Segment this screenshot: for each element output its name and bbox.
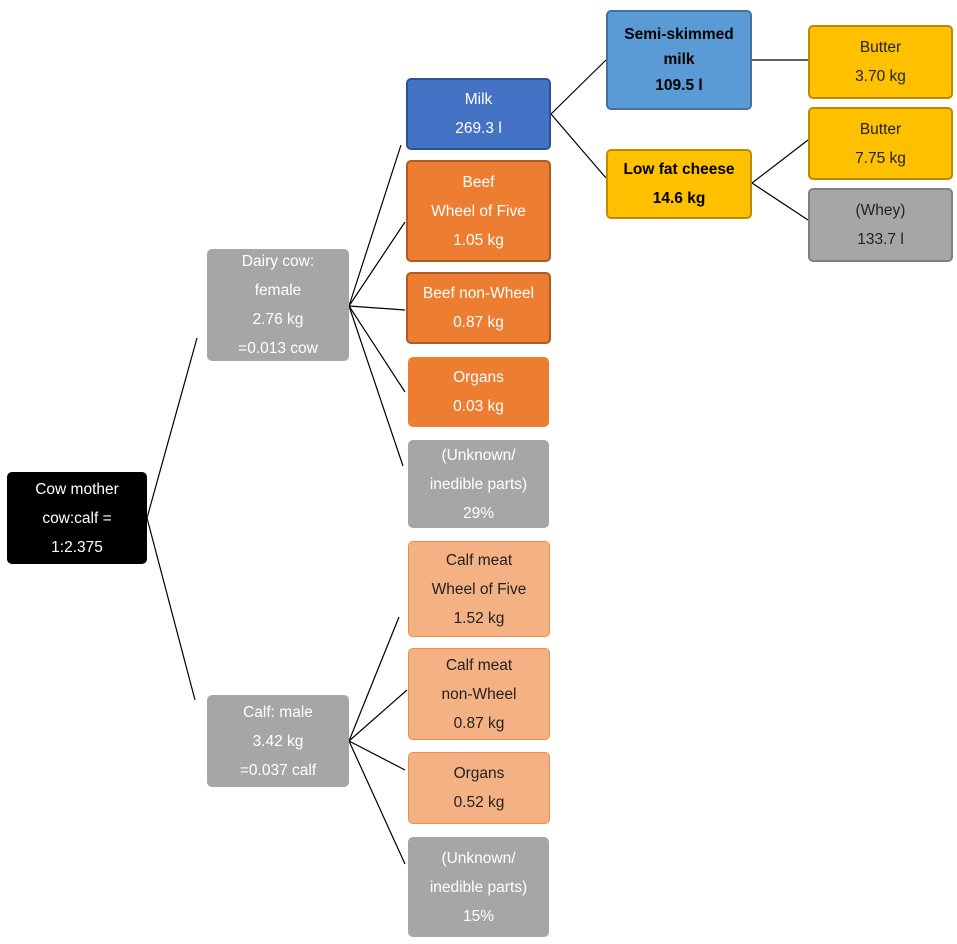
node-line: inedible parts) [429,878,528,896]
cow-unknown-parts-node: (Unknown/ inedible parts) 29% [408,440,549,528]
beef-non-wheel-node: Beef non-Wheel 0.87 kg [406,272,551,344]
calf-node: Calf: male 3.42 kg =0.037 calf [207,695,349,787]
node-line: 0.87 kg [453,714,505,732]
node-line: Organs [453,369,504,386]
node-line: inedible parts) [429,475,528,493]
node-line: 29% [462,504,495,522]
node-line: 2.76 kg [252,311,304,328]
node-line: Milk [464,91,493,108]
node-line: Wheel of Five [431,202,526,220]
low-fat-cheese-node: Low fat cheese 14.6 kg [606,149,752,219]
node-line: 1.05 kg [453,231,504,249]
edge-milk-to-semi-milk [550,59,607,115]
butter-from-cheese-node: Butter 7.75 kg [808,107,953,180]
calf-meat-non-wheel-node: Calf meat non-Wheel 0.87 kg [408,648,550,740]
node-line: Cow mother [35,480,119,498]
calf-organs-node: Organs 0.52 kg [408,752,550,824]
edge-dairy-cow-to-milk [348,144,402,307]
node-line: =0.013 cow [238,340,318,357]
edge-calf-to-calf-wof [348,616,400,742]
butter-from-milk-node: Butter 3.70 kg [808,25,953,99]
edge-dairy-cow-to-unknown [348,305,404,467]
node-line: Calf meat [445,551,513,569]
node-line: 0.87 kg [453,314,504,331]
node-line: Calf meat [445,656,513,674]
node-line: 3.70 kg [855,68,906,85]
semi-skimmed-milk-node: Semi-skimmed milk 109.5 l [606,10,752,110]
calf-unknown-parts-node: (Unknown/ inedible parts) 15% [408,837,549,937]
node-line: 7.75 kg [855,149,906,167]
node-line: female [254,282,302,299]
node-line: Semi-skimmed [624,26,734,43]
edge-dairy-cow-to-beef-wof [348,221,406,307]
node-line: Beef non-Wheel [422,285,535,302]
node-line: (Unknown/ [441,446,516,464]
calf-meat-wheel-of-five-node: Calf meat Wheel of Five 1.52 kg [408,541,550,637]
node-line: 3.42 kg [252,732,304,750]
edge-dairy-cow-to-organs [348,305,406,393]
edge-calf-to-unknown [348,740,406,865]
edge-cow-mother-to-dairy-cow [146,337,198,519]
node-line: Wheel of Five [431,580,527,598]
edge-milk-to-cheese [550,113,607,179]
edge-cheese-to-butter [751,139,809,184]
cow-mother-node: Cow mother cow:calf = 1:2.375 [7,472,147,564]
node-line: Calf: male [243,703,313,721]
node-line: 1.52 kg [453,609,505,627]
node-line: Butter [859,39,902,56]
node-line: Low fat cheese [623,161,735,178]
milk-node: Milk 269.3 l [406,78,551,150]
node-line: (Unknown/ [441,849,516,867]
node-line: 109.5 l [655,77,703,94]
node-line: non-Wheel [441,685,517,703]
node-line: 15% [462,907,495,925]
node-line: Butter [859,120,902,138]
node-line: =0.037 calf [239,761,317,779]
beef-wheel-of-five-node: Beef Wheel of Five 1.05 kg [406,160,551,262]
edge-calf-to-calf-non [348,689,408,742]
node-line: (Whey) [855,202,906,219]
node-line: Dairy cow: [241,253,315,270]
node-line: 1:2.375 [51,538,103,556]
node-line: 14.6 kg [652,190,706,207]
whey-node: (Whey) 133.7 l [808,188,953,262]
node-line: 133.7 l [857,231,904,248]
node-line: milk [663,51,695,68]
node-line: 269.3 l [455,120,502,137]
node-line: 0.52 kg [453,794,505,811]
node-line: Beef [462,173,495,191]
node-line: Organs [453,765,505,782]
node-line: 0.03 kg [453,398,504,415]
edge-cow-mother-to-calf [146,517,196,701]
cow-organs-node: Organs 0.03 kg [408,357,549,427]
node-line: cow:calf = [42,509,112,527]
edge-dairy-cow-to-beef-non [348,305,406,311]
edge-calf-to-organs [348,740,406,771]
dairy-cow-node: Dairy cow: female 2.76 kg =0.013 cow [207,249,349,361]
edge-cheese-to-whey [751,182,809,221]
